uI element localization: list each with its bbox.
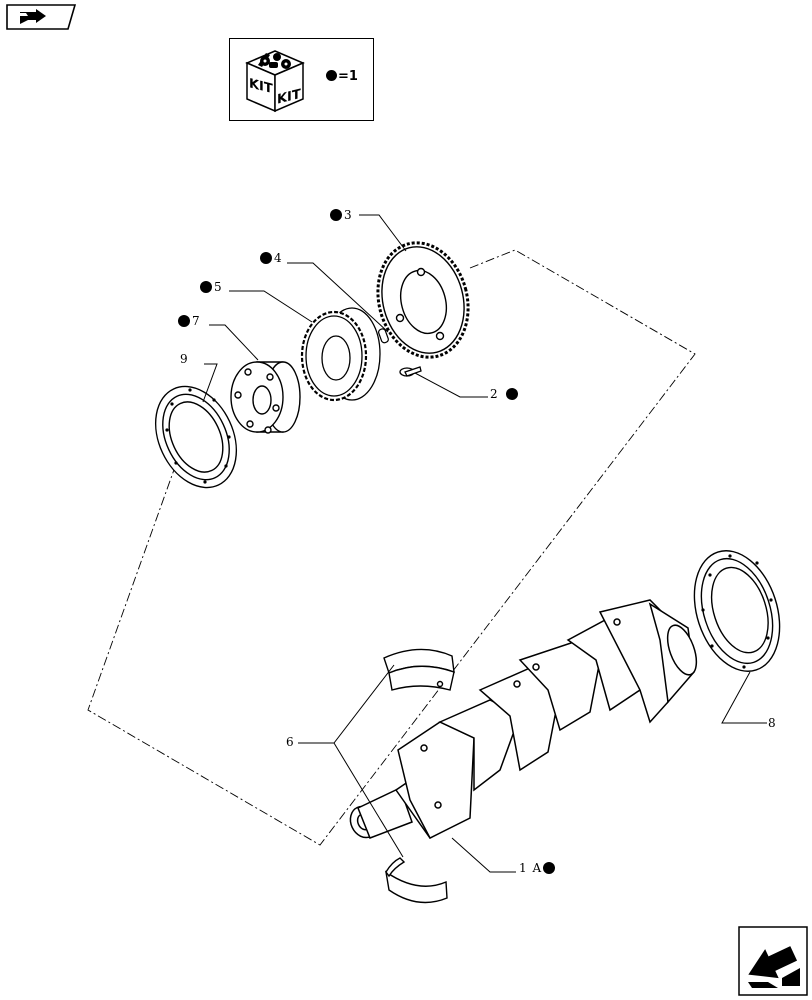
kit-marker-7 bbox=[178, 315, 190, 327]
callout-6[interactable]: 6 bbox=[286, 735, 295, 749]
folder-arrow-icon bbox=[6, 4, 76, 30]
kit-marker-4 bbox=[260, 252, 272, 264]
callout-4[interactable]: 4 bbox=[274, 251, 283, 265]
kit-label-right: KIT bbox=[277, 87, 301, 108]
kit-markers bbox=[178, 209, 555, 874]
callout-8[interactable]: 8 bbox=[768, 716, 777, 730]
kit-marker-1a bbox=[543, 862, 555, 874]
callout-3[interactable]: 3 bbox=[344, 208, 353, 222]
leader-lines bbox=[202, 214, 767, 873]
kit-marker-2 bbox=[506, 388, 518, 400]
kit-label-left: KIT bbox=[249, 76, 273, 97]
hub-spacer bbox=[230, 361, 301, 434]
assembly-outline bbox=[87, 249, 696, 846]
callout-7[interactable]: 7 bbox=[192, 314, 201, 328]
front-seal-ring bbox=[154, 385, 238, 489]
upper-bearing-shell bbox=[383, 648, 455, 691]
callout-1a[interactable]: 1 A bbox=[519, 861, 543, 875]
kit-legend-box: KIT KIT =1 bbox=[229, 38, 374, 121]
kit-box-icon: KIT KIT bbox=[245, 50, 305, 113]
kit-marker-3 bbox=[330, 209, 342, 221]
kit-quantity-text: =1 bbox=[338, 69, 358, 84]
dowel-pin bbox=[378, 328, 389, 344]
crankshaft bbox=[349, 599, 698, 839]
timing-ring bbox=[376, 241, 470, 359]
next-page-button[interactable] bbox=[738, 926, 808, 996]
kit-dot-icon bbox=[326, 70, 337, 81]
crankshaft-gear bbox=[300, 307, 381, 402]
next-page-arrow-icon bbox=[738, 926, 808, 996]
rear-seal-ring bbox=[693, 550, 781, 672]
callout-5[interactable]: 5 bbox=[214, 280, 223, 294]
back-nav-tab[interactable] bbox=[6, 4, 76, 30]
timing-ring-screw bbox=[399, 366, 422, 377]
kit-marker-5 bbox=[200, 281, 212, 293]
lower-bearing-shell bbox=[385, 857, 448, 904]
callout-2[interactable]: 2 bbox=[490, 387, 499, 401]
kit-quantity-legend: =1 bbox=[326, 69, 358, 84]
callout-9[interactable]: 9 bbox=[180, 352, 189, 366]
